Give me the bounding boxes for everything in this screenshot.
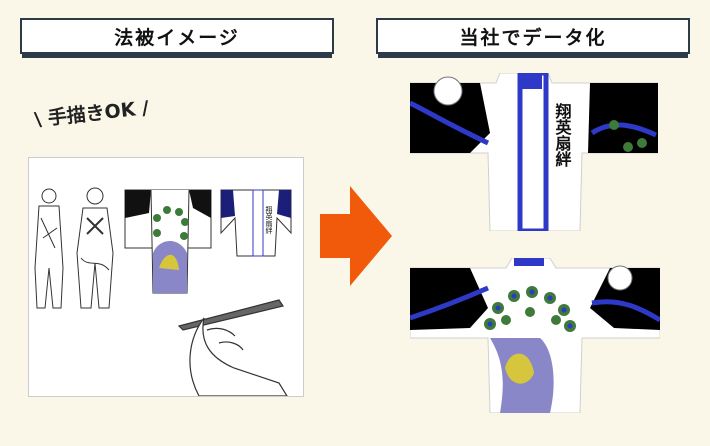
collar-text: 翔英扇絆 <box>553 102 573 168</box>
peacock-sketch-icon <box>124 189 212 294</box>
figure-sketch-icon <box>34 187 114 309</box>
data-conversion-heading: 当社でデータ化 <box>376 18 690 54</box>
collar-happi-sketch-icon: 翔英扇絆 <box>220 189 292 257</box>
happi-front-digital: 翔英扇絆 <box>410 73 658 231</box>
handwriting-ok-label: \ 手描きOK / <box>33 97 150 131</box>
hand-with-pen-icon <box>177 299 288 396</box>
happi-image-heading: 法被イメージ <box>20 18 334 54</box>
arrow-right-icon <box>320 186 392 286</box>
sketch-paper: 翔英扇絆 <box>28 157 304 397</box>
sketch-collar-text: 翔英扇絆 <box>265 205 273 235</box>
happi-back-digital <box>410 258 660 413</box>
